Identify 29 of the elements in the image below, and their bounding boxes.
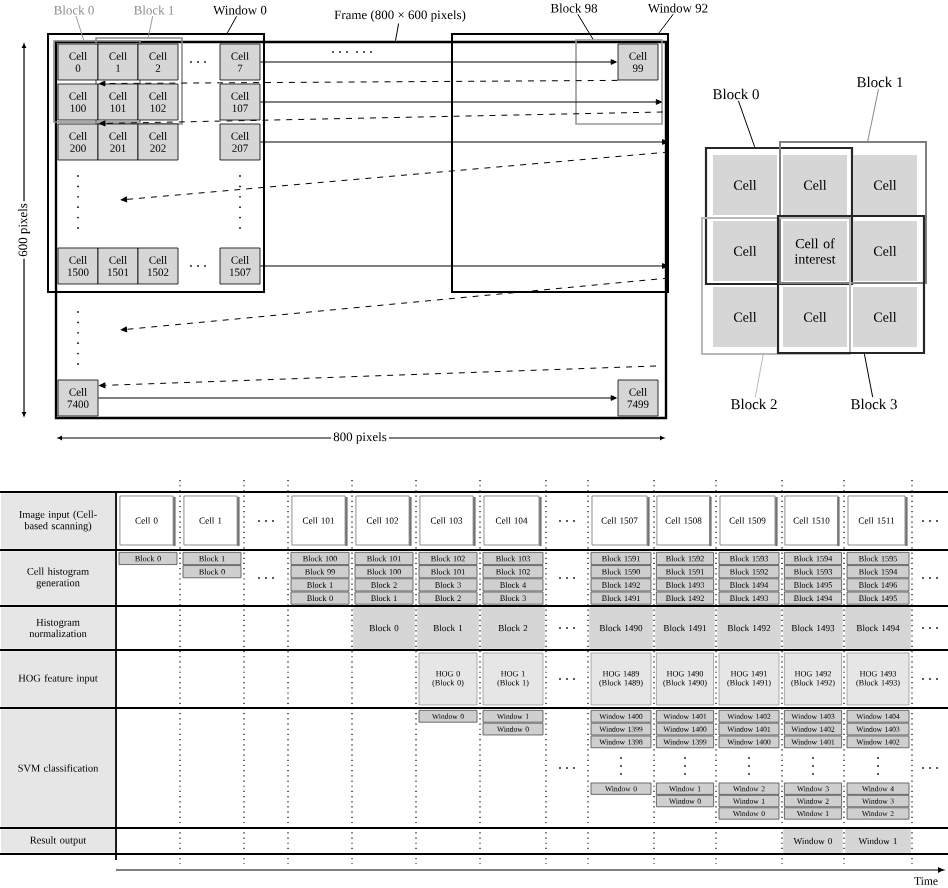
frame-outline [54, 40, 668, 420]
block-outline [575, 39, 663, 125]
leader-line [863, 353, 874, 398]
leader-line [658, 13, 674, 34]
scan-arrow [120, 151, 670, 203]
block-outline [95, 37, 183, 125]
scan-arrow [99, 79, 619, 87]
leader-line [867, 88, 880, 142]
leader-line [75, 15, 85, 41]
leader-line [226, 15, 238, 34]
scan-arrow [99, 365, 657, 389]
block-outline [701, 217, 851, 355]
leader-line [737, 100, 756, 148]
scan-arrow [120, 277, 670, 333]
block-outline [704, 146, 854, 286]
block-outline [53, 40, 141, 123]
block-outline [779, 141, 927, 284]
scan-arrow [259, 59, 617, 65]
block-outline [776, 214, 926, 355]
leader-line [577, 13, 594, 40]
scan-arrow [259, 139, 669, 145]
scan-arrow [259, 99, 663, 105]
scan-arrow [259, 263, 669, 269]
leader-line [395, 22, 400, 42]
leader-line [754, 354, 764, 398]
scan-arrow [99, 111, 664, 127]
window-outline [47, 33, 265, 293]
scan-arrow [97, 395, 617, 401]
leader-line [147, 15, 154, 38]
